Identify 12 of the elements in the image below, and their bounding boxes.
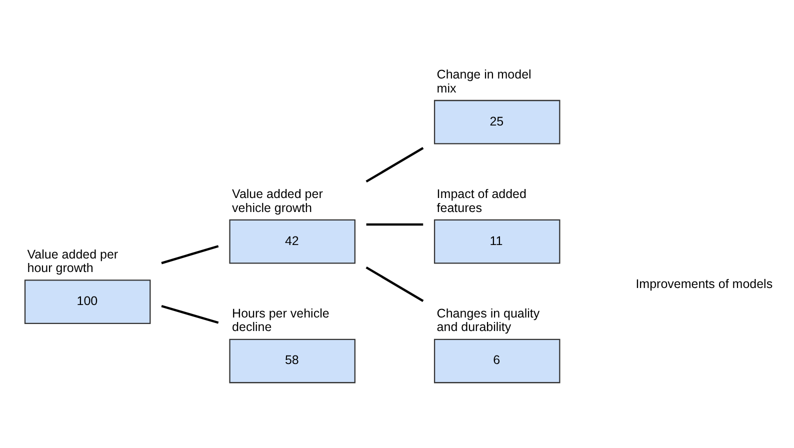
node-label: Changes in quality and durability bbox=[436, 306, 540, 334]
node-label: Change in model mix bbox=[436, 67, 532, 95]
connector bbox=[366, 146, 424, 182]
connector bbox=[366, 222, 424, 226]
node-label: Value added per hour growth bbox=[27, 246, 118, 275]
connector bbox=[161, 304, 219, 324]
connector bbox=[161, 244, 219, 264]
node-label: Impact of added features bbox=[436, 186, 526, 214]
label: Improvements of models bbox=[636, 276, 773, 290]
connector bbox=[366, 266, 424, 302]
node-label: Hours per vehicle decline bbox=[232, 306, 330, 334]
node-label: Value added per vehicle growth bbox=[232, 186, 323, 214]
